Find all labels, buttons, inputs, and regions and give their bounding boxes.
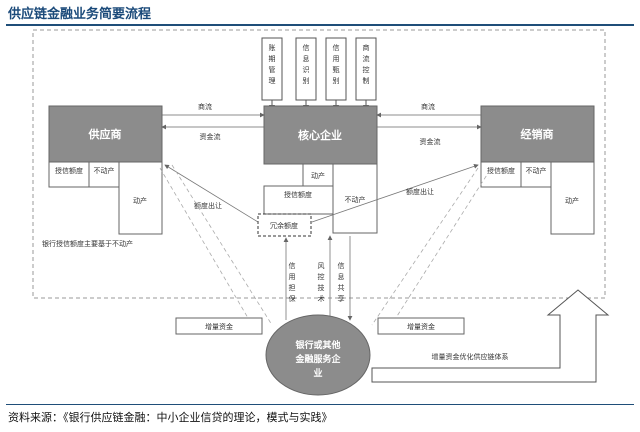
edge-commerce-left: 商流 <box>198 102 212 111</box>
distributor-immovable-cell <box>520 161 552 188</box>
tag-commerce-control: 商流控制 <box>363 43 370 85</box>
core-immovable-cell <box>332 163 378 234</box>
edge-funds-left: 资金流 <box>200 132 221 141</box>
incremental-funds-right-label: 增量资金 <box>407 322 435 331</box>
source-note: 资料来源：《银行供应链金融：中小企业信贷的理论，模式与实践》 <box>8 411 333 424</box>
tag-group: 账期管理 信息识别 信用甄别 商流控制 <box>261 37 377 111</box>
tag-credit-screen: 信用甄别 <box>333 43 340 85</box>
optimize-label: 增量资金优化供应链体系 <box>432 352 509 361</box>
distributor-movable-cell <box>550 161 595 235</box>
supplier-credit-cell <box>48 161 90 188</box>
supplier-immovable-label: 不动产 <box>94 166 115 175</box>
edge-commerce-right: 商流 <box>421 102 435 111</box>
supplier-movable-cell <box>118 161 163 235</box>
supplier-credit-label: 授信额度 <box>55 166 83 175</box>
core-movable-label: 动产 <box>311 171 325 180</box>
bank-label-line1: 银行或其他 <box>295 339 340 351</box>
tag-info-identify: 信息识别 <box>303 43 310 85</box>
core-immovable-label: 不动产 <box>345 195 366 204</box>
edge-quota-out-right: 额度出让 <box>406 187 434 196</box>
bank-label-line2: 金融服务企 <box>294 353 341 365</box>
title-rule <box>6 24 634 26</box>
supplier-node: 供应商 授信额度 不动产 动产 <box>48 105 163 235</box>
distributor-label: 经销商 <box>521 127 554 141</box>
edge-risk-tech: 风控技术 <box>318 262 325 303</box>
core-node: 核心企业 动产 授信额度 不动产 冗余额度 <box>257 105 378 237</box>
supplier-label: 供应商 <box>88 127 122 141</box>
core-remaining-label: 冗余额度 <box>270 221 298 230</box>
incremental-funds-left-label: 增量资金 <box>205 322 233 331</box>
supplier-immovable-cell <box>88 161 120 188</box>
note-text: 银行授信额度主要基于不动产 <box>42 239 133 248</box>
edge-credit-guarantee: 信用担保 <box>289 261 296 303</box>
bank-label-line3: 业 <box>313 367 322 379</box>
edge-info-share: 信息共享 <box>338 261 345 303</box>
distributor-movable-label: 动产 <box>565 196 579 205</box>
core-label: 核心企业 <box>298 128 342 142</box>
distributor-credit-label: 授信额度 <box>487 166 515 175</box>
page-title: 供应链金融业务简要流程 <box>8 7 152 22</box>
distributor-header <box>480 105 595 163</box>
distributor-node: 经销商 授信额度 不动产 动产 <box>480 105 595 235</box>
supplier-movable-label: 动产 <box>133 196 147 205</box>
bank-node <box>265 314 371 396</box>
tag-account-period: 账期管理 <box>269 43 276 85</box>
incremental-funds-left <box>175 317 263 335</box>
distributor-credit-cell <box>480 161 522 188</box>
source-rule <box>6 404 634 405</box>
optimize-arrow <box>371 289 610 383</box>
distributor-immovable-label: 不动产 <box>526 166 547 175</box>
core-remaining-box <box>257 213 312 237</box>
edge-quota-out-left: 额度出让 <box>194 201 222 210</box>
supplier-header <box>48 105 163 163</box>
incremental-funds-right <box>377 317 465 335</box>
core-credit-label: 授信额度 <box>284 190 312 199</box>
edge-funds-right: 资金流 <box>420 137 441 146</box>
